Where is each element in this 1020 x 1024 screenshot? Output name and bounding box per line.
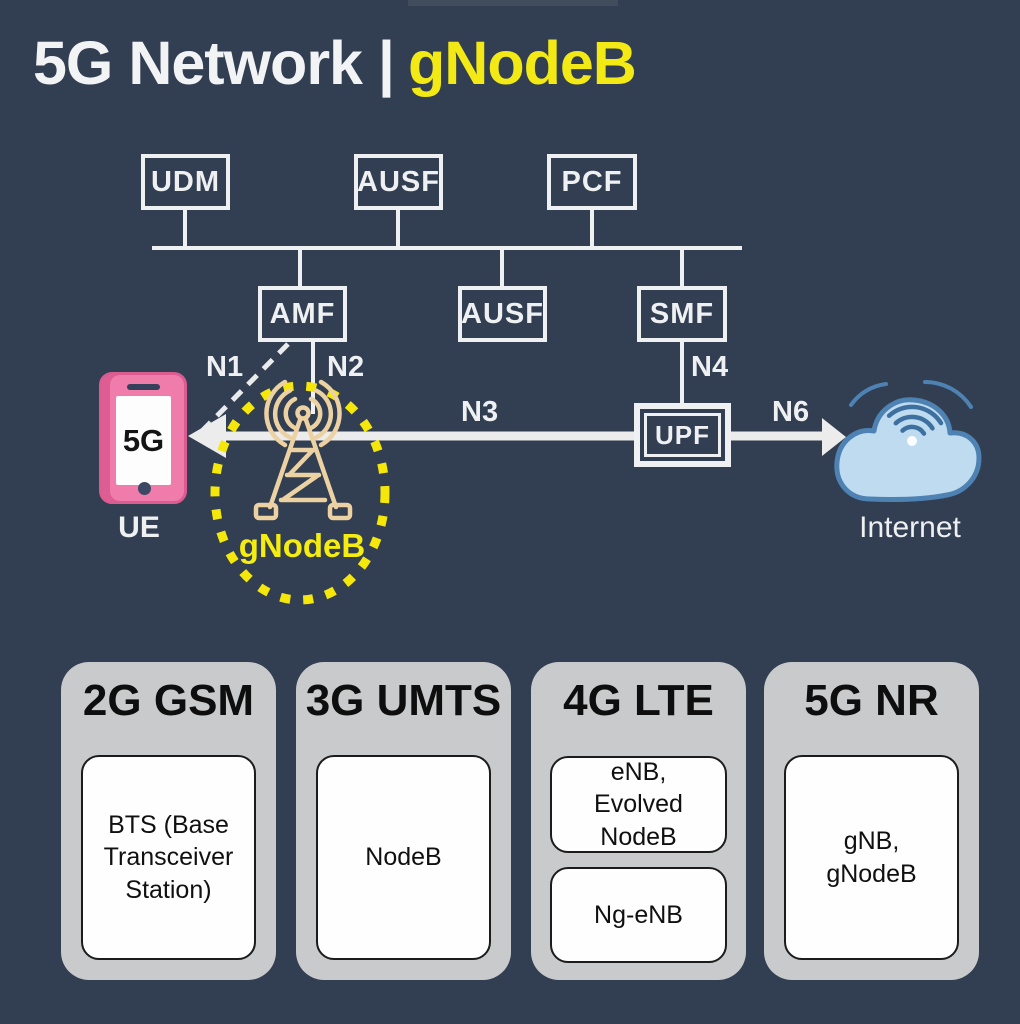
card-2g-gsm-item: BTS (Base Transceiver Station)	[81, 755, 256, 960]
interface-label-n1: N1	[206, 351, 244, 383]
card-4g-lte-item-2: Ng-eNB	[550, 867, 727, 963]
page-title: 5G Network |gNodeB	[33, 28, 637, 98]
card-2g-gsm: 2G GSM BTS (Base Transceiver Station)	[61, 662, 276, 980]
page-title-main: 5G Network |	[33, 29, 395, 97]
ue-label: UE	[118, 511, 160, 544]
nf-box-upf-label: UPF	[655, 419, 710, 450]
card-5g-nr-item: gNB, gNodeB	[784, 755, 959, 960]
nf-box-ausf-top-label: AUSF	[357, 165, 440, 198]
nf-box-amf: AMF	[258, 286, 347, 342]
gnodeb-label: gNodeB	[238, 527, 366, 564]
card-2g-gsm-title: 2G GSM	[82, 676, 255, 725]
interface-label-n3: N3	[461, 396, 499, 428]
nf-box-ausf-mid: AUSF	[458, 286, 547, 342]
nf-box-udm-label: UDM	[150, 165, 221, 198]
nf-box-ausf-top: AUSF	[354, 154, 443, 210]
ue-phone-icon: 5G	[99, 372, 187, 504]
nf-box-upf: UPF	[634, 403, 731, 467]
nf-box-smf-label: SMF	[649, 297, 715, 330]
top-strip	[408, 0, 618, 6]
nf-box-udm: UDM	[141, 154, 230, 210]
n3-arrow	[188, 414, 634, 458]
nf-box-smf: SMF	[637, 286, 727, 342]
nf-box-pcf: PCF	[547, 154, 637, 210]
card-5g-nr: 5G NR gNB, gNodeB	[764, 662, 979, 980]
nf-box-amf-label: AMF	[269, 297, 336, 330]
n6-arrow	[731, 418, 846, 456]
card-3g-umts-title: 3G UMTS	[305, 676, 502, 725]
nf-box-pcf-label: PCF	[561, 165, 623, 198]
card-3g-umts: 3G UMTS NodeB	[296, 662, 511, 980]
nf-box-ausf-mid-label: AUSF	[461, 297, 544, 330]
bus-and-connectors	[152, 210, 742, 414]
card-5g-nr-title: 5G NR	[804, 676, 939, 725]
internet-label: Internet	[859, 511, 961, 544]
internet-cloud-icon	[834, 380, 982, 503]
card-4g-lte-item-1: eNB, Evolved NodeB	[550, 756, 727, 853]
interface-label-n6: N6	[772, 396, 810, 428]
card-4g-lte: 4G LTE eNB, Evolved NodeB Ng-eNB	[531, 662, 746, 980]
card-3g-umts-item: NodeB	[316, 755, 491, 960]
wifi-icon	[886, 404, 944, 446]
nf-box-upf-inner: UPF	[644, 413, 721, 457]
gnodeb-tower-icon	[253, 379, 353, 521]
phone-speaker	[127, 384, 160, 390]
page-title-accent: gNodeB	[408, 29, 637, 97]
interface-label-n4: N4	[691, 351, 729, 383]
phone-home-button	[138, 482, 151, 495]
gnodeb-highlight-ellipse	[210, 381, 390, 605]
card-4g-lte-title: 4G LTE	[563, 676, 714, 725]
phone-screen-label: 5G	[122, 422, 165, 458]
phone-screen: 5G	[116, 396, 171, 485]
interface-label-n2: N2	[327, 351, 365, 383]
